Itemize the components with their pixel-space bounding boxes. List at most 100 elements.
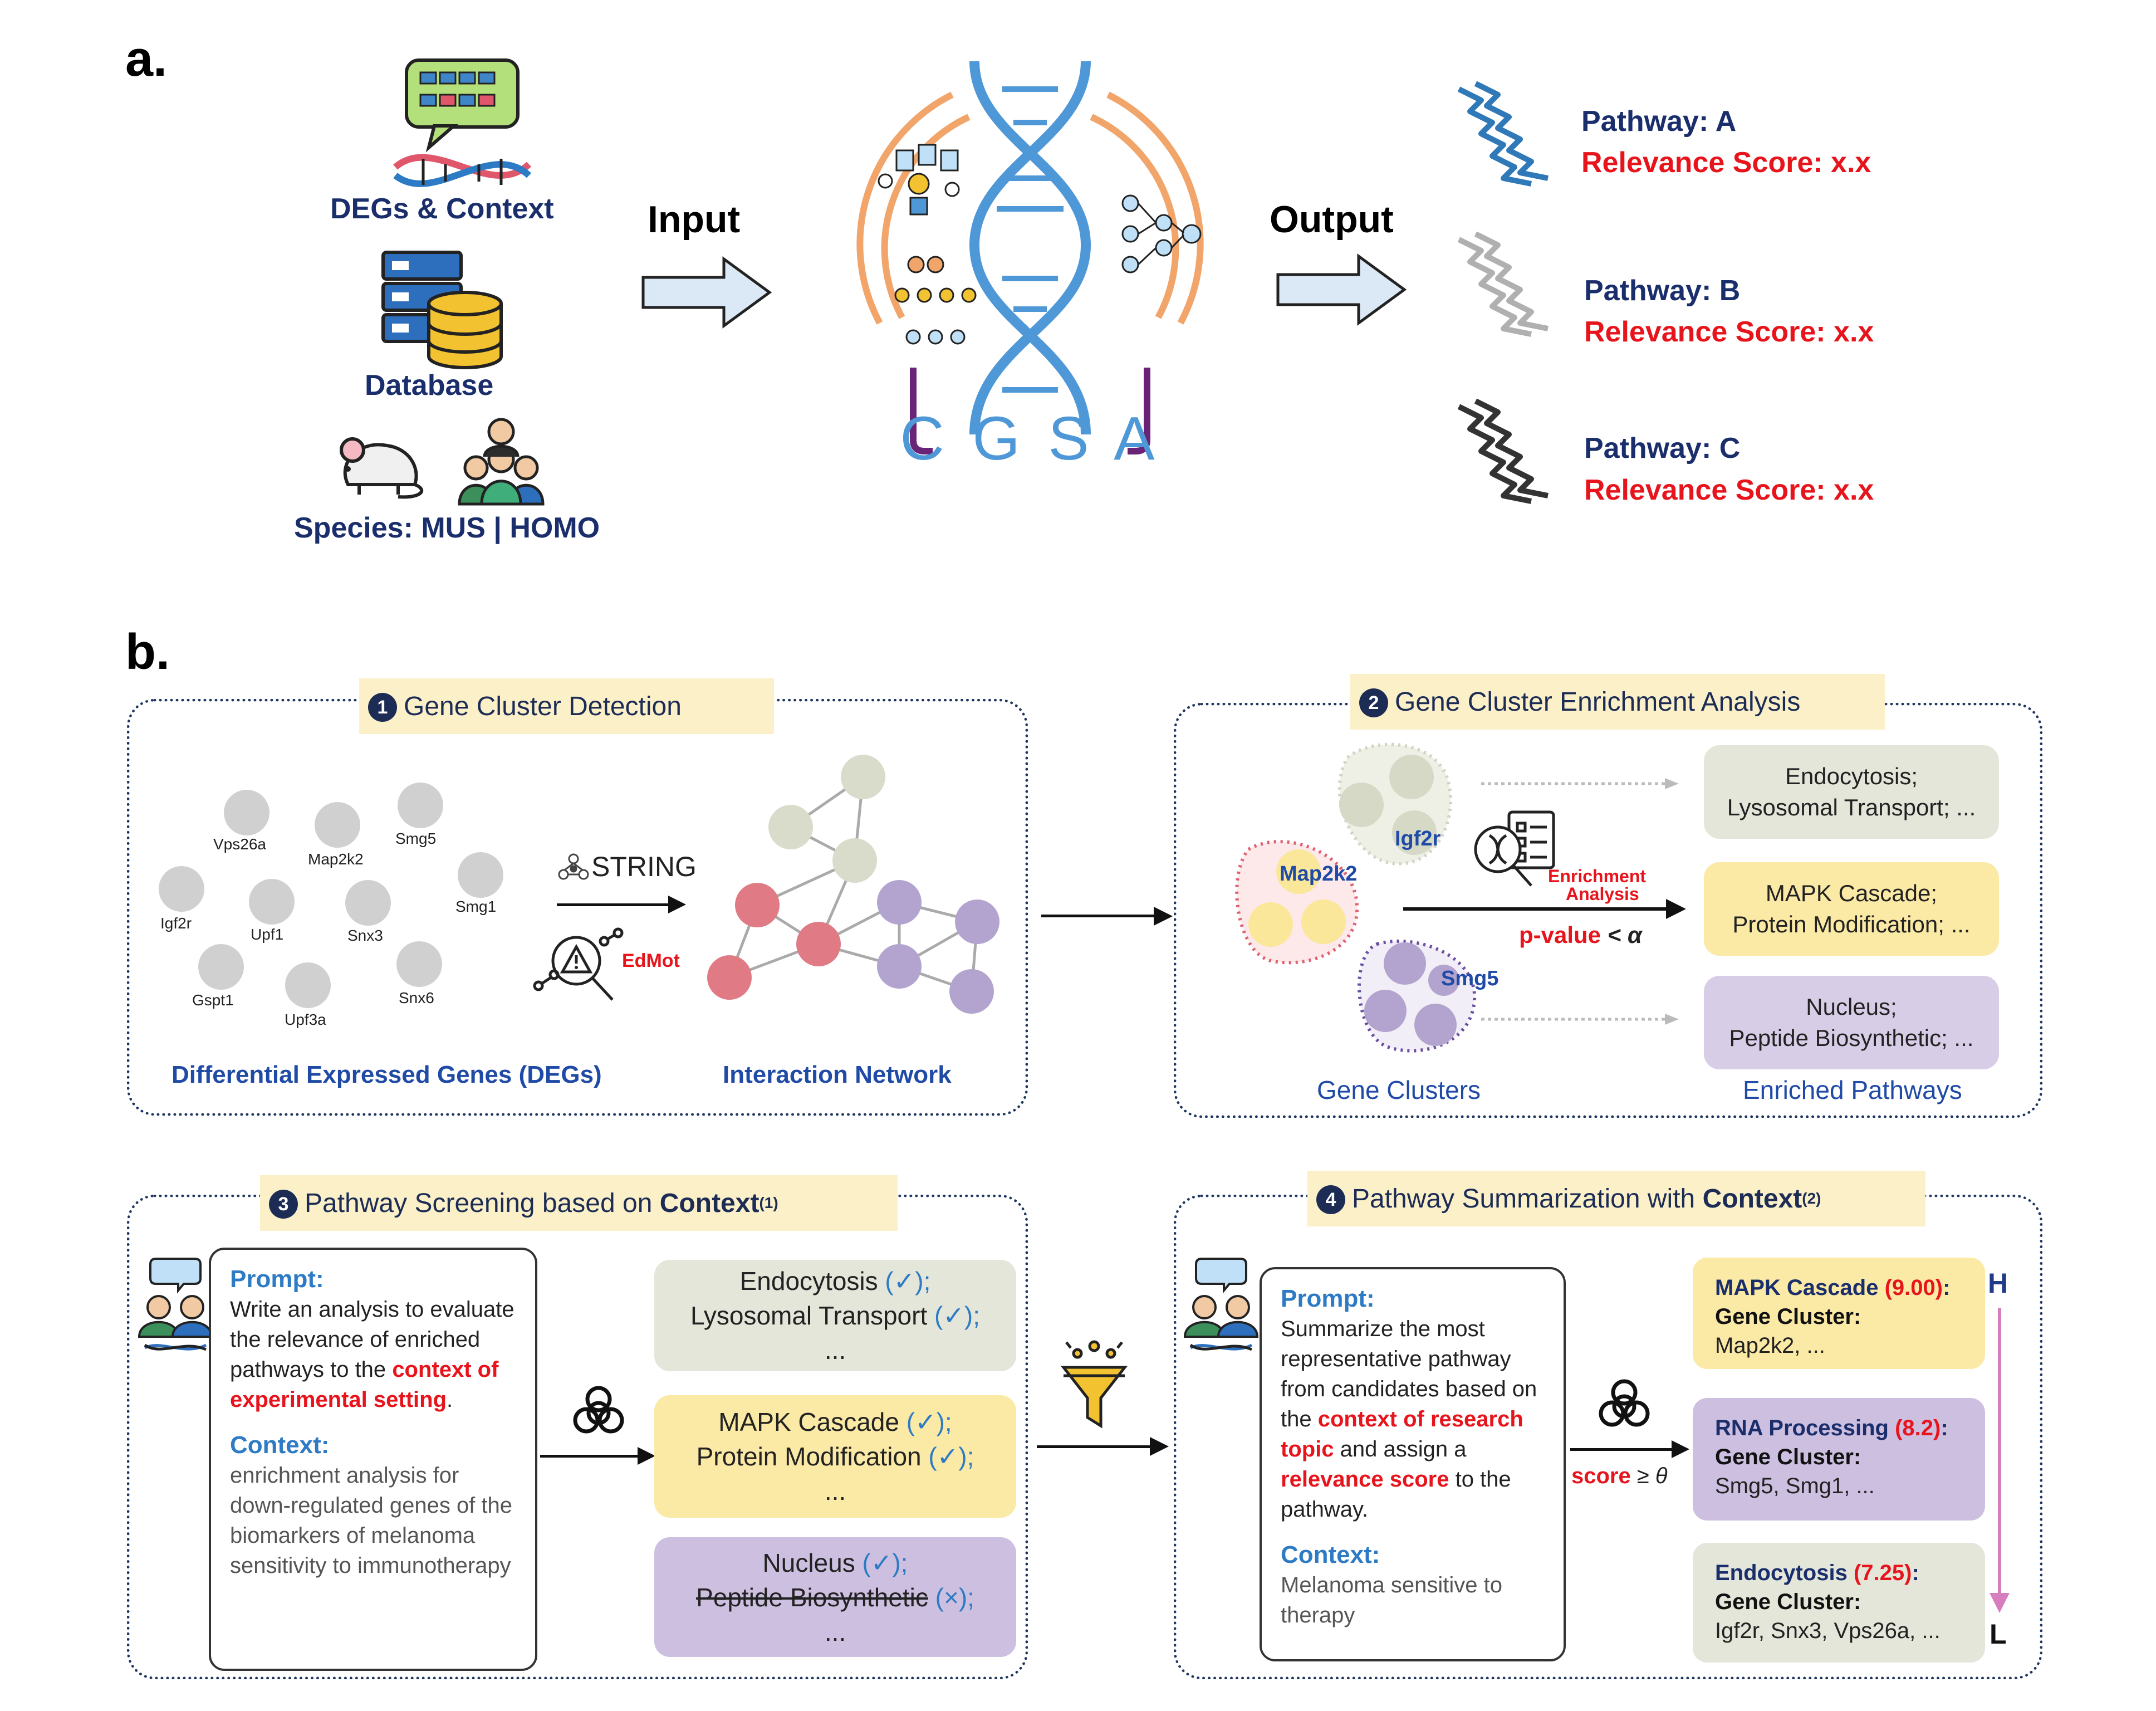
enrichment-label-2: Analysis [1566,884,1639,904]
screening-item: MAPK Cascade [718,1407,899,1436]
mouse-icon [340,437,424,499]
pvalue-label: p-value [1519,922,1601,948]
result-colon: : [1941,1416,1948,1440]
pathway-c-score: Relevance Score: x.x [1584,474,1874,506]
enriched-pathway-box: MAPK Cascade; Protein Modification; ... [1704,862,1999,956]
rank-arrow-head [1990,1593,2010,1613]
output-label: Output [1270,198,1394,241]
llm-logo-icon [1599,1379,1650,1427]
score-label: score [1571,1464,1631,1488]
gene-label: Snx6 [399,989,434,1006]
cgsa-logo-text: C G S A [900,404,1160,473]
filter-funnel-icon [1060,1340,1128,1429]
result-colon: : [1943,1275,1951,1300]
enrichment-analysis-icon [1474,810,1555,887]
context-heading: Context: [230,1431,330,1459]
panel1-title-text: Gene Cluster Detection [404,691,682,721]
result-score: (7.25) [1853,1561,1912,1585]
enriched-pathway-box: Nucleus; Peptide Biosynthetic; ... [1704,976,1999,1069]
gene-label: Snx3 [347,927,383,944]
connector-arrow-1-2 [1041,915,1158,917]
screening-line: Peptide Biosynthetic (×); [696,1580,974,1615]
result-pathway: MAPK Cascade [1715,1275,1879,1300]
result-score: (9.00) [1884,1275,1943,1300]
enriched-pathway-line: Protein Modification; ... [1732,911,1971,937]
dotted-arrow-bottom [1481,1014,1679,1025]
screening-line: Nucleus (✓); [763,1546,908,1580]
enrichment-arrow-head [1666,899,1686,919]
database-label: Database [365,369,494,402]
gene-cluster-purple [1358,939,1477,1053]
prompt-body: Summarize the most representative pathwa… [1281,1317,1537,1431]
screening-item: Lysosomal Transport [690,1301,928,1330]
score-threshold-text: score ≥ θ [1571,1464,1668,1489]
screening-line: Endocytosis (✓); [740,1264,931,1298]
result-gene-cluster-label: Gene Cluster: [1715,1445,1861,1469]
rank-low-label: L [1990,1619,2007,1650]
context-text: enrichment analysis for down-regulated g… [230,1463,513,1578]
panel3-title-bold: Context [659,1188,759,1218]
dna-strand-icon-a [1457,81,1549,187]
database-icon [381,251,503,369]
screening-ellipsis: ... [824,1336,846,1365]
result-title: RNA Processing (8.2): [1715,1414,1963,1443]
connector-arrow-3-4-head [1150,1437,1169,1456]
string-arrow [557,903,674,906]
cluster-label-smg5: Smg5 [1441,967,1499,990]
screening-box: Nucleus (✓); Peptide Biosynthetic (×); .… [654,1537,1016,1657]
panel3-arrow [540,1455,640,1458]
dna-strand-icon-c [1457,398,1549,504]
prompt-highlight-2: relevance score [1281,1467,1449,1492]
screening-ellipsis: ... [824,1477,846,1505]
panel2-title: 2 Gene Cluster Enrichment Analysis [1350,674,1885,730]
panel1-number: 1 [368,693,397,722]
enriched-pathway-line: Peptide Biosynthetic; ... [1729,1025,1974,1051]
result-colon: : [1912,1561,1919,1585]
prompt-body-3: to the pathway. [1281,1467,1511,1522]
screening-line: Protein Modification (✓); [697,1439,974,1474]
prompt-text: Summarize the most representative pathwa… [1281,1314,1545,1524]
rank-arrow-shaft [1998,1308,2001,1597]
screening-mark: (×); [928,1582,974,1612]
gene-node [249,879,295,925]
result-box: MAPK Cascade (9.00): Gene Cluster: Map2k… [1693,1258,1985,1369]
screening-line: Lysosomal Transport (✓); [690,1298,980,1333]
cluster-label-map2k2: Map2k2 [1280,862,1358,886]
enrichment-label-1: Enrichment [1548,866,1647,886]
prompt-heading: Prompt: [230,1265,324,1293]
people-group-icon [458,418,545,506]
result-box: Endocytosis (7.25): Gene Cluster: Igf2r,… [1693,1543,1985,1663]
prompt-text: Write an analysis to evaluate the releva… [230,1294,516,1415]
screening-line: MAPK Cascade (✓); [718,1405,952,1439]
enriched-pathway-line: Nucleus; [1806,994,1897,1020]
screening-box: MAPK Cascade (✓); Protein Modification (… [654,1395,1016,1518]
gene-node [285,962,331,1008]
prompt-end: . [447,1387,453,1412]
gene-label: Smg1 [455,898,497,915]
gene-label: Smg5 [395,830,437,847]
panel4-number: 4 [1316,1185,1345,1214]
panel4-arrow [1570,1448,1676,1451]
result-pathway: RNA Processing [1715,1416,1889,1440]
panel2-number: 2 [1359,688,1388,717]
cgsa-logo: C G S A [856,61,1204,473]
llm-logo-icon [573,1386,624,1434]
screening-ellipsis: ... [824,1617,846,1646]
result-score: (8.2) [1895,1416,1941,1440]
panel4-prompt-box: Prompt: Summarize the most representativ… [1260,1267,1566,1661]
panel1-title: 1 Gene Cluster Detection [359,678,774,734]
panel1-right-caption: Interaction Network [723,1061,952,1088]
result-genes: Smg5, Smg1, ... [1715,1474,1875,1498]
gene-node [198,944,244,990]
string-label: STRING [591,851,697,882]
gene-label: Upf1 [251,926,284,943]
gene-cluster-yellow [1235,840,1359,965]
panel4-title: 4 Pathway Summarization with Context(2) [1307,1171,1925,1226]
result-genes: Map2k2, ... [1715,1333,1825,1358]
output-arrow [1276,253,1407,326]
context-heading: Context: [1281,1541,1380,1568]
panel3-title-sup: (1) [759,1194,778,1211]
score-relation: ≥ θ [1630,1464,1668,1488]
screening-mark: (✓); [878,1267,931,1296]
panel2-right-caption: Enriched Pathways [1743,1076,1962,1104]
